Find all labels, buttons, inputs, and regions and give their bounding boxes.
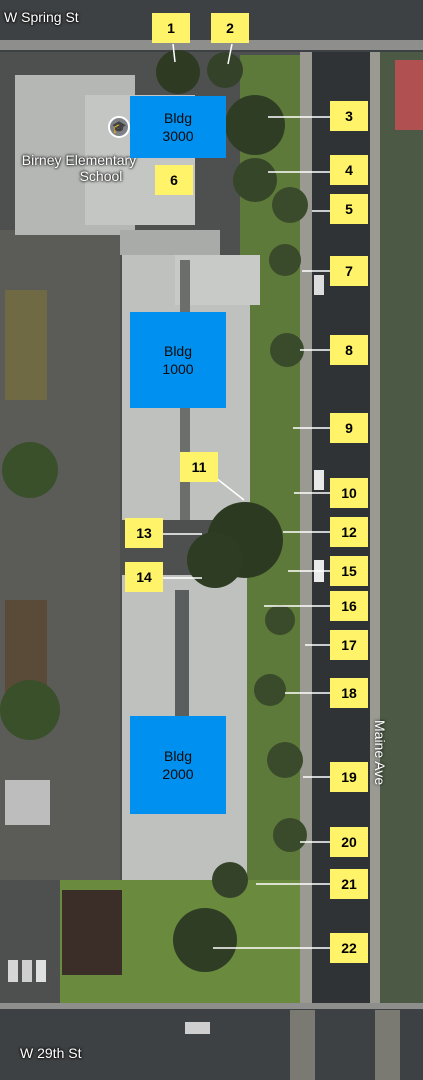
- marker-22: 22: [330, 933, 368, 963]
- marker-17: 17: [330, 630, 368, 660]
- marker-11: 11: [180, 452, 218, 482]
- marker-12: 12: [330, 517, 368, 547]
- school-name-line1: Birney Elementary: [21, 152, 137, 168]
- marker-15: 15: [330, 556, 368, 586]
- marker-4: 4: [330, 155, 368, 185]
- building-3000: Bldg 3000: [130, 96, 226, 158]
- marker-18: 18: [330, 678, 368, 708]
- marker-1: 1: [152, 13, 190, 43]
- building-label-line2: 1000: [162, 361, 194, 377]
- school-name-line2: School: [79, 168, 123, 184]
- marker-16: 16: [330, 591, 368, 621]
- street-label-top: W Spring St: [4, 9, 79, 25]
- marker-10: 10: [330, 478, 368, 508]
- marker-14: 14: [125, 562, 163, 592]
- marker-2: 2: [211, 13, 249, 43]
- building-label-line1: Bldg: [163, 110, 193, 126]
- school-label: Birney Elementary School: [4, 152, 154, 184]
- marker-5: 5: [330, 194, 368, 224]
- leader-lines: [162, 43, 330, 949]
- marker-6: 6: [155, 165, 193, 195]
- marker-8: 8: [330, 335, 368, 365]
- building-label-line2: 2000: [162, 766, 194, 782]
- building-2000: Bldg 2000: [130, 716, 226, 814]
- marker-3: 3: [330, 101, 368, 131]
- marker-9: 9: [330, 413, 368, 443]
- building-1000: Bldg 1000: [130, 312, 226, 408]
- marker-13: 13: [125, 518, 163, 548]
- marker-21: 21: [330, 869, 368, 899]
- marker-7: 7: [330, 256, 368, 286]
- marker-19: 19: [330, 762, 368, 792]
- street-label-right: Maine Ave: [372, 720, 388, 786]
- building-label-line1: Bldg: [163, 748, 193, 764]
- building-label-line2: 3000: [162, 128, 194, 144]
- graduation-cap-icon[interactable]: 🎓: [108, 116, 130, 138]
- building-label-line1: Bldg: [163, 343, 193, 359]
- marker-20: 20: [330, 827, 368, 857]
- street-label-bottom: W 29th St: [20, 1045, 82, 1061]
